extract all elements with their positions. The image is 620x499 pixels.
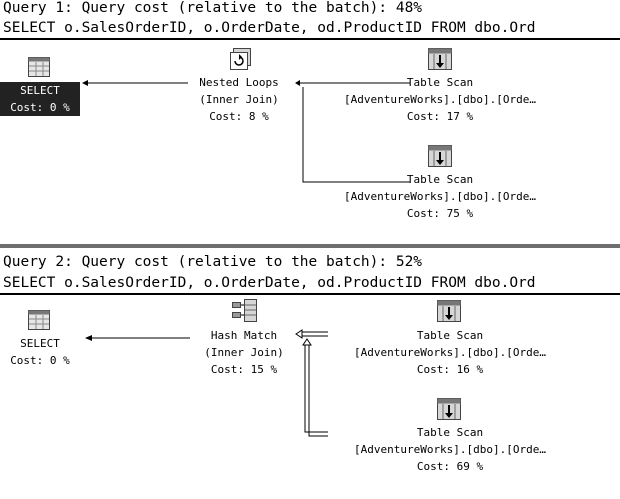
hash-match-icon[interactable]: [232, 299, 258, 327]
select-label: SELECT: [20, 84, 60, 97]
query-2-select-node[interactable]: SELECT Cost: 0 %: [0, 335, 80, 369]
scan-name: Table Scan: [416, 329, 484, 342]
scan-object: [AdventureWorks].[dbo].[Orde…: [343, 190, 537, 203]
scan-cost: Cost: 69 %: [416, 460, 484, 473]
select-icon[interactable]: [28, 57, 50, 81]
nested-loops-icon[interactable]: [230, 48, 252, 74]
join-type: (Inner Join): [199, 93, 279, 106]
scan-cost: Cost: 75 %: [406, 207, 474, 220]
join-cost: Cost: 15 %: [210, 363, 278, 376]
nested-loops-node[interactable]: Nested Loops (Inner Join) Cost: 8 %: [180, 74, 298, 125]
query-1-select-node[interactable]: SELECT Cost: 0 %: [0, 82, 80, 116]
table-scan-icon[interactable]: [428, 48, 452, 74]
query-1-header-rule: [0, 38, 620, 40]
select-label: SELECT: [20, 337, 60, 350]
query-1-header: Query 1: Query cost (relative to the bat…: [3, 0, 423, 16]
query-2-table-scan-1-node[interactable]: Table Scan [AdventureWorks].[dbo].[Orde……: [328, 327, 572, 378]
scan-object: [AdventureWorks].[dbo].[Orde…: [343, 93, 537, 106]
query-1-table-scan-1-node[interactable]: Table Scan [AdventureWorks].[dbo].[Orde……: [318, 74, 562, 125]
join-cost: Cost: 8 %: [209, 110, 269, 123]
join-name: Nested Loops: [199, 76, 279, 89]
scan-name: Table Scan: [406, 173, 474, 186]
query-1-sql: SELECT o.SalesOrderID, o.OrderDate, od.P…: [3, 20, 536, 36]
query-2-sql: SELECT o.SalesOrderID, o.OrderDate, od.P…: [3, 275, 536, 291]
join-name: Hash Match: [210, 329, 278, 342]
scan-cost: Cost: 17 %: [406, 110, 474, 123]
scan-object: [AdventureWorks].[dbo].[Orde…: [353, 346, 547, 359]
table-scan-icon[interactable]: [437, 300, 461, 326]
scan-name: Table Scan: [416, 426, 484, 439]
query-2-table-scan-2-node[interactable]: Table Scan [AdventureWorks].[dbo].[Orde……: [328, 424, 572, 475]
select-icon[interactable]: [28, 310, 50, 334]
query-1-table-scan-2-node[interactable]: Table Scan [AdventureWorks].[dbo].[Orde……: [318, 171, 562, 222]
query-2-header-rule: [0, 293, 620, 295]
query-2-header: Query 2: Query cost (relative to the bat…: [3, 254, 423, 270]
hash-match-node[interactable]: Hash Match (Inner Join) Cost: 15 %: [186, 327, 302, 378]
scan-name: Table Scan: [406, 76, 474, 89]
select-cost: Cost: 0 %: [10, 101, 70, 114]
select-cost: Cost: 0 %: [10, 354, 70, 367]
join-type: (Inner Join): [204, 346, 284, 359]
scan-cost: Cost: 16 %: [416, 363, 484, 376]
table-scan-icon[interactable]: [428, 145, 452, 171]
scan-object: [AdventureWorks].[dbo].[Orde…: [353, 443, 547, 456]
query-separator: [0, 244, 620, 248]
table-scan-icon[interactable]: [437, 398, 461, 424]
